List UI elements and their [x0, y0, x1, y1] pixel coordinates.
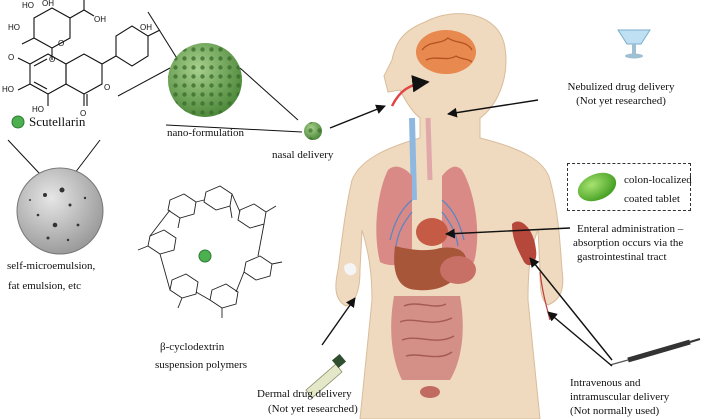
- atom-ho-4: HO: [32, 105, 44, 114]
- cyclodextrin-label-1: β-cyclodextrin: [160, 341, 225, 353]
- atom-oh-3: OH: [140, 23, 152, 32]
- arrow-enteral: [445, 227, 571, 239]
- colon-label-2: coated tablet: [624, 193, 680, 205]
- molecule-atom-labels: HO HO OH OH O O O O OH HO HO O O: [2, 0, 152, 118]
- atom-oh-2: OH: [94, 15, 106, 24]
- atom-o-5: O: [80, 109, 86, 118]
- iv-label-3: (Not normally used): [570, 405, 660, 417]
- colon-label-1: colon-localized: [624, 174, 692, 186]
- coated-tablet-icon: [577, 172, 617, 202]
- human-body-figure: [335, 13, 564, 419]
- arrow-intramuscular: [529, 257, 613, 361]
- scutellarin-label: Scutellarin: [29, 114, 86, 129]
- atom-o-2: O: [58, 39, 64, 48]
- atom-ho-3: HO: [2, 85, 14, 94]
- emulsion-label-1: self-microemulsion,: [7, 260, 96, 272]
- arrow-nebulized: [447, 99, 539, 118]
- atom-ho-1: HO: [8, 23, 20, 32]
- arrow-intravenous: [547, 311, 613, 367]
- iv-label-2: intramuscular delivery: [570, 391, 670, 403]
- atom-o-3: O: [49, 55, 55, 64]
- nano-sphere-icon: [117, 11, 322, 140]
- atom-o-1: O: [80, 0, 86, 1]
- emulsion-label-2: fat emulsion, etc: [8, 280, 82, 292]
- atom-o-4: O: [104, 83, 110, 92]
- enteral-label-2: absorption occurs via the: [573, 237, 684, 249]
- dermal-label-2: (Not yet researched): [268, 403, 358, 415]
- cyclodextrin-guest-marker: [198, 249, 212, 263]
- atom-o-6: O: [8, 53, 14, 62]
- colon-tablet-box: [567, 163, 691, 211]
- enteral-label-3: gastrointestinal tract: [577, 251, 667, 263]
- cyclodextrin-structure: [137, 185, 283, 318]
- scutellarin-marker: [11, 115, 25, 129]
- enteral-label-1: Enteral administration –: [577, 223, 684, 235]
- emulsion-droplet-icon: [16, 167, 104, 255]
- iv-label-1: Intravenous and: [570, 377, 641, 389]
- dermal-tube-icon: [305, 353, 347, 399]
- nebulized-label-1: Nebulized drug delivery: [567, 81, 675, 93]
- scutellarin-structure: [17, 0, 161, 106]
- arrow-nasal: [329, 104, 386, 129]
- nano-formulation-label: nano-formulation: [167, 127, 244, 139]
- atom-oh-1: OH: [42, 0, 54, 8]
- cyclodextrin-label-2: suspension polymers: [155, 359, 247, 371]
- route-arrows: [321, 99, 613, 367]
- dermal-label-1: Dermal drug delivery: [257, 388, 352, 400]
- brain-icon: [416, 30, 476, 74]
- atom-ho-2: HO: [22, 1, 34, 10]
- nebulized-label-2: (Not yet researched): [576, 95, 666, 107]
- nasal-delivery-label: nasal delivery: [272, 149, 334, 161]
- arrow-dermal: [321, 297, 356, 346]
- nebulizer-icon: [617, 29, 651, 59]
- syringe-icon: [609, 338, 701, 366]
